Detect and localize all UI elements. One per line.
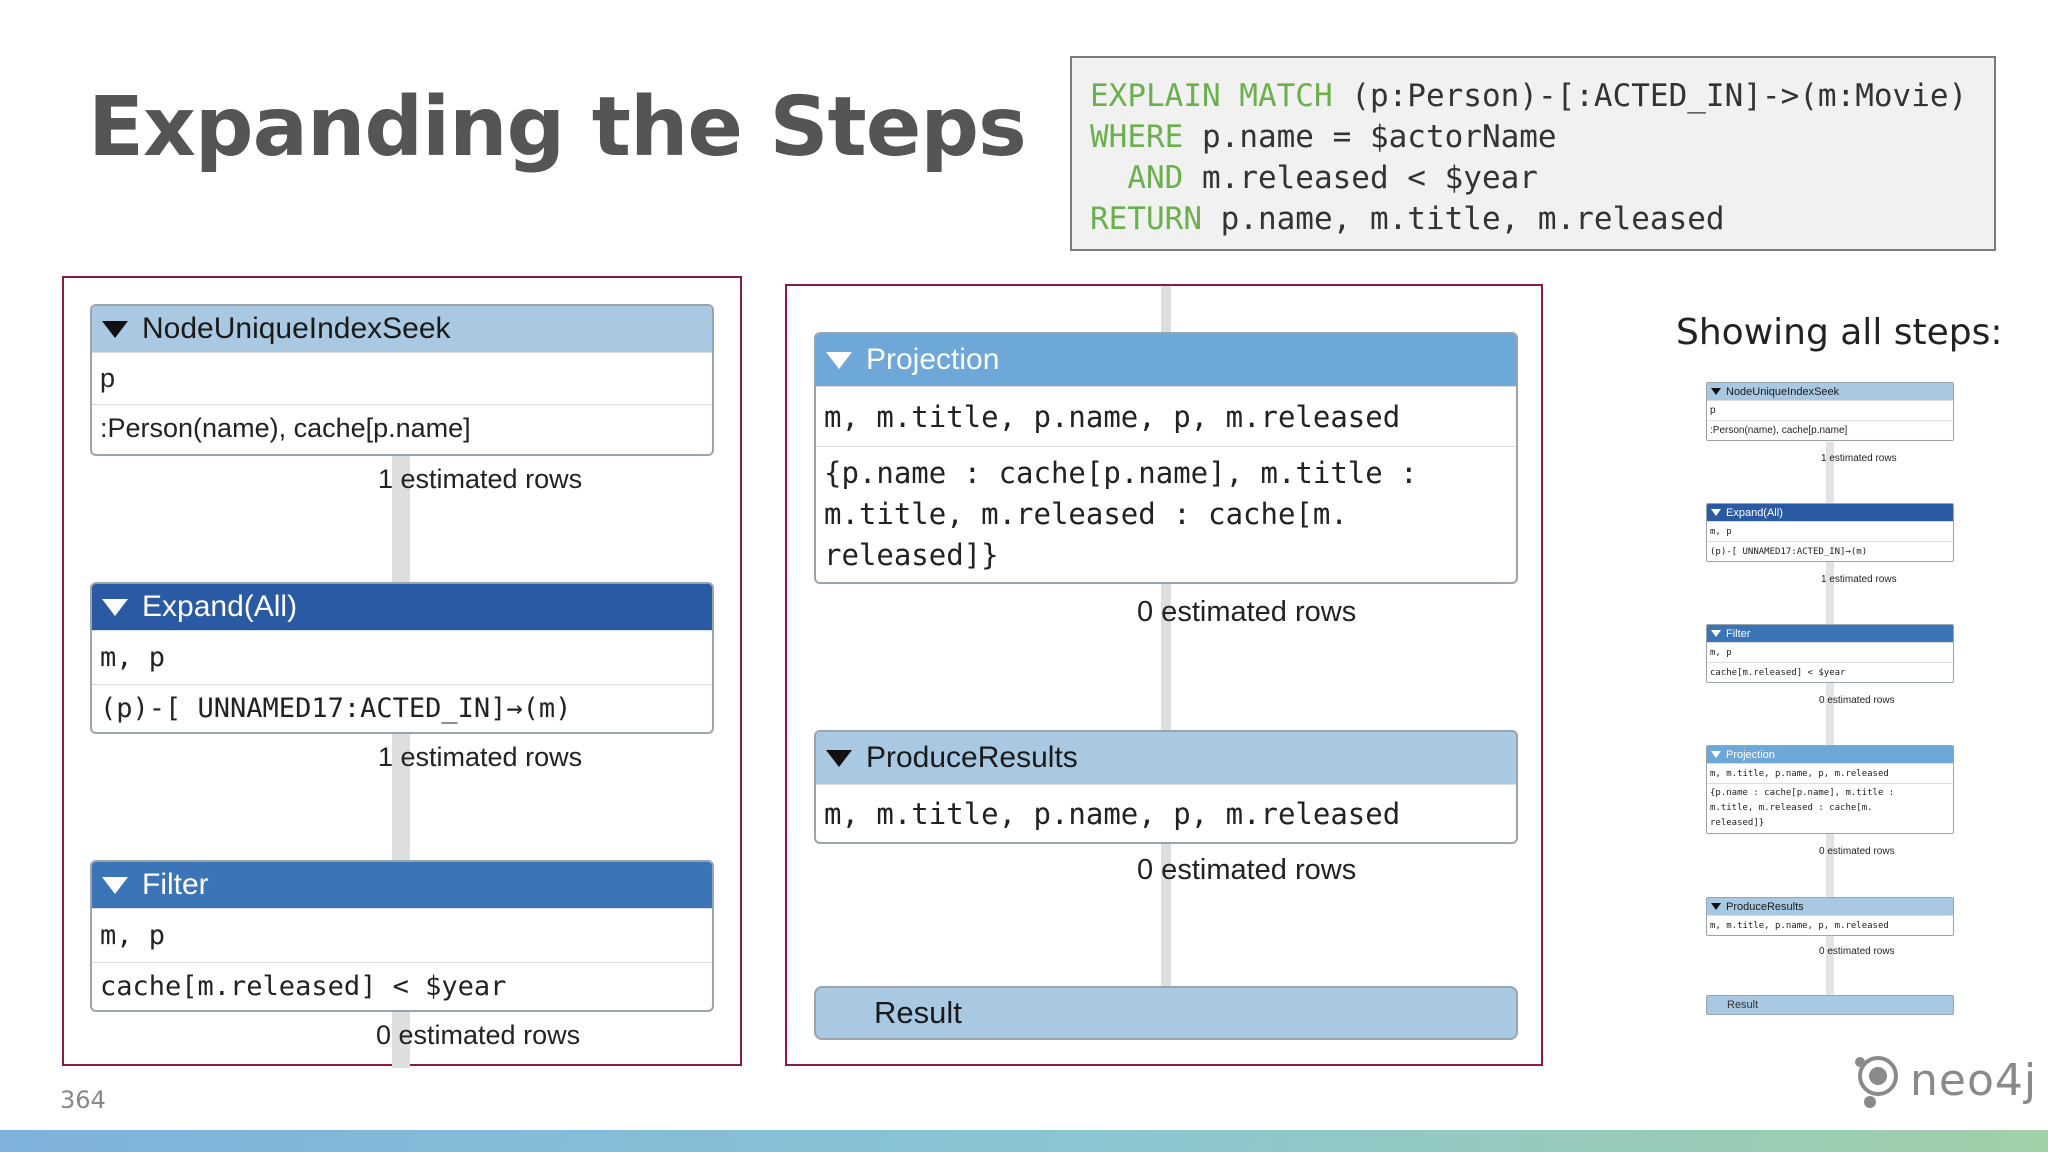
slide-title: Expanding the Steps bbox=[88, 80, 1027, 175]
thumb-node-projection[interactable]: Projection m, m.title, p.name, p, m.rele… bbox=[1706, 745, 1954, 834]
node-header[interactable]: NodeUniqueIndexSeek bbox=[92, 306, 712, 352]
node-identifiers-row: m, m.title, p.name, p, m.released bbox=[816, 386, 1516, 446]
left-plan-panel: NodeUniqueIndexSeek p :Person(name), cac… bbox=[62, 276, 742, 1068]
middle-plan-panel: Projection m, m.title, p.name, p, m.rele… bbox=[785, 284, 1543, 1066]
cypher-query-box: EXPLAIN MATCH (p:Person)-[:ACTED_IN]->(m… bbox=[1070, 56, 1996, 251]
plan-node-result[interactable]: Result bbox=[814, 986, 1518, 1040]
thumb-node-row: m, m.title, p.name, p, m.released bbox=[1707, 763, 1953, 783]
neo4j-logo: neo4j bbox=[1850, 1050, 2037, 1110]
node-title: Projection bbox=[866, 343, 1000, 376]
thumb-node-row: p bbox=[1707, 400, 1953, 420]
query-keyword: WHERE bbox=[1090, 119, 1184, 155]
thumb-node-row: {p.name : cache[p.name], m.title : m.tit… bbox=[1707, 783, 1953, 833]
query-keyword: AND bbox=[1090, 160, 1184, 196]
thumb-projection-line: m.title, m.released : cache[m. bbox=[1710, 803, 1873, 813]
thumb-estimated-rows: 1 estimated rows bbox=[1821, 574, 1897, 585]
thumb-node-header: NodeUniqueIndexSeek bbox=[1707, 383, 1953, 400]
thumb-estimated-rows: 1 estimated rows bbox=[1821, 453, 1897, 464]
plan-node-projection[interactable]: Projection m, m.title, p.name, p, m.rele… bbox=[814, 332, 1518, 584]
thumb-node-row: (p)-[ UNNAMED17:ACTED_IN]→(m) bbox=[1707, 541, 1953, 561]
thumb-node-header: Projection bbox=[1707, 746, 1953, 763]
query-keyword: EXPLAIN MATCH bbox=[1090, 78, 1333, 114]
thumb-estimated-rows: 0 estimated rows bbox=[1819, 946, 1895, 957]
thumb-node-nodeuniqueindexseek[interactable]: NodeUniqueIndexSeek p :Person(name), cac… bbox=[1706, 382, 1954, 441]
node-details-row: (p)-[ UNNAMED17:ACTED_IN]→(m) bbox=[92, 684, 712, 732]
estimated-rows-label: 0 estimated rows bbox=[1137, 596, 1357, 628]
thumb-node-title: Result bbox=[1727, 999, 1759, 1011]
thumb-projection-line: {p.name : cache[p.name], m.title : bbox=[1710, 788, 1895, 798]
thumb-node-row: m, p bbox=[1707, 642, 1953, 662]
node-header[interactable]: Filter bbox=[92, 862, 712, 908]
thumb-estimated-rows: 0 estimated rows bbox=[1819, 846, 1895, 857]
query-text: m.released < $year bbox=[1183, 160, 1538, 196]
node-identifiers-row: p bbox=[92, 352, 712, 404]
node-title: Result bbox=[874, 995, 962, 1030]
estimated-rows-label: 1 estimated rows bbox=[378, 742, 583, 772]
estimated-rows-label: 0 estimated rows bbox=[1137, 854, 1357, 886]
neo4j-graph-icon bbox=[1855, 1056, 1898, 1108]
thumbnail-plan: NodeUniqueIndexSeek p :Person(name), cac… bbox=[1706, 382, 1956, 1022]
collapse-triangle-icon[interactable] bbox=[102, 320, 128, 338]
node-title: Expand(All) bbox=[142, 590, 298, 623]
node-title: Filter bbox=[142, 868, 209, 901]
collapse-triangle-icon bbox=[1711, 903, 1721, 910]
projection-detail-line: released]} bbox=[824, 538, 999, 572]
thumb-node-header: ProduceResults bbox=[1707, 898, 1953, 915]
collapse-triangle-icon[interactable] bbox=[102, 876, 128, 894]
plan-node-nodeuniqueindexseek[interactable]: NodeUniqueIndexSeek p :Person(name), cac… bbox=[90, 304, 714, 456]
bottom-accent-bar bbox=[0, 1130, 2048, 1152]
node-header[interactable]: Projection bbox=[816, 334, 1516, 386]
thumb-estimated-rows: 0 estimated rows bbox=[1819, 695, 1895, 706]
collapse-triangle-icon bbox=[1711, 630, 1721, 637]
page-number: 364 bbox=[60, 1086, 106, 1114]
thumb-projection-line: released]} bbox=[1710, 818, 1765, 828]
thumb-node-header: Expand(All) bbox=[1707, 504, 1953, 521]
collapse-triangle-icon[interactable] bbox=[826, 351, 852, 369]
thumb-node-row: cache[m.released] < $year bbox=[1707, 662, 1953, 682]
query-text: (p:Person)-[:ACTED_IN]->(m:Movie) bbox=[1332, 78, 1968, 114]
node-title: ProduceResults bbox=[866, 741, 1078, 774]
query-keyword: RETURN bbox=[1090, 201, 1202, 237]
plan-node-expand-all[interactable]: Expand(All) m, p (p)-[ UNNAMED17:ACTED_I… bbox=[90, 582, 714, 734]
thumb-node-title: Projection bbox=[1726, 748, 1775, 761]
logo-text: neo4j bbox=[1910, 1054, 2038, 1106]
projection-detail-line: m.title, m.released : cache[m. bbox=[824, 497, 1348, 531]
node-details-row: :Person(name), cache[p.name] bbox=[92, 404, 712, 452]
thumb-node-produceresults[interactable]: ProduceResults m, m.title, p.name, p, m.… bbox=[1706, 897, 1954, 936]
thumb-node-title: Filter bbox=[1726, 627, 1751, 640]
node-details-row: {p.name : cache[p.name], m.title : m.tit… bbox=[816, 446, 1516, 582]
plan-node-produceresults[interactable]: ProduceResults m, m.title, p.name, p, m.… bbox=[814, 730, 1518, 844]
showing-all-steps-label: Showing all steps: bbox=[1676, 312, 2003, 353]
thumb-node-title: ProduceResults bbox=[1726, 900, 1804, 913]
node-header[interactable]: Expand(All) bbox=[92, 584, 712, 630]
node-identifiers-row: m, m.title, p.name, p, m.released bbox=[816, 784, 1516, 842]
collapse-triangle-icon bbox=[1711, 509, 1721, 516]
projection-detail-line: {p.name : cache[p.name], m.title : bbox=[824, 456, 1418, 490]
thumb-node-filter[interactable]: Filter m, p cache[m.released] < $year bbox=[1706, 624, 1954, 683]
estimated-rows-label: 1 estimated rows bbox=[378, 464, 583, 494]
thumb-node-row: :Person(name), cache[p.name] bbox=[1707, 420, 1953, 440]
thumb-node-result[interactable]: Result bbox=[1706, 995, 1954, 1015]
node-details-row: cache[m.released] < $year bbox=[92, 962, 712, 1010]
collapse-triangle-icon bbox=[1711, 388, 1721, 395]
plan-node-filter[interactable]: Filter m, p cache[m.released] < $year bbox=[90, 860, 714, 1012]
query-text: p.name = $actorName bbox=[1183, 119, 1557, 155]
node-title: NodeUniqueIndexSeek bbox=[142, 312, 451, 345]
thumb-node-expand-all[interactable]: Expand(All) m, p (p)-[ UNNAMED17:ACTED_I… bbox=[1706, 503, 1954, 562]
query-text: p.name, m.title, m.released bbox=[1201, 201, 1725, 237]
thumb-node-row: m, m.title, p.name, p, m.released bbox=[1707, 915, 1953, 935]
thumb-node-header: Filter bbox=[1707, 625, 1953, 642]
plan-connector bbox=[1161, 286, 1171, 996]
collapse-triangle-icon bbox=[1711, 751, 1721, 758]
node-identifiers-row: m, p bbox=[92, 630, 712, 684]
thumb-node-title: Expand(All) bbox=[1726, 506, 1783, 519]
thumb-node-title: NodeUniqueIndexSeek bbox=[1726, 385, 1840, 398]
node-identifiers-row: m, p bbox=[92, 908, 712, 962]
collapse-triangle-icon[interactable] bbox=[102, 598, 128, 616]
collapse-triangle-icon[interactable] bbox=[826, 749, 852, 767]
estimated-rows-label: 0 estimated rows bbox=[376, 1020, 581, 1050]
thumb-node-row: m, p bbox=[1707, 521, 1953, 541]
plan-connector bbox=[1826, 442, 1834, 1002]
node-header[interactable]: ProduceResults bbox=[816, 732, 1516, 784]
